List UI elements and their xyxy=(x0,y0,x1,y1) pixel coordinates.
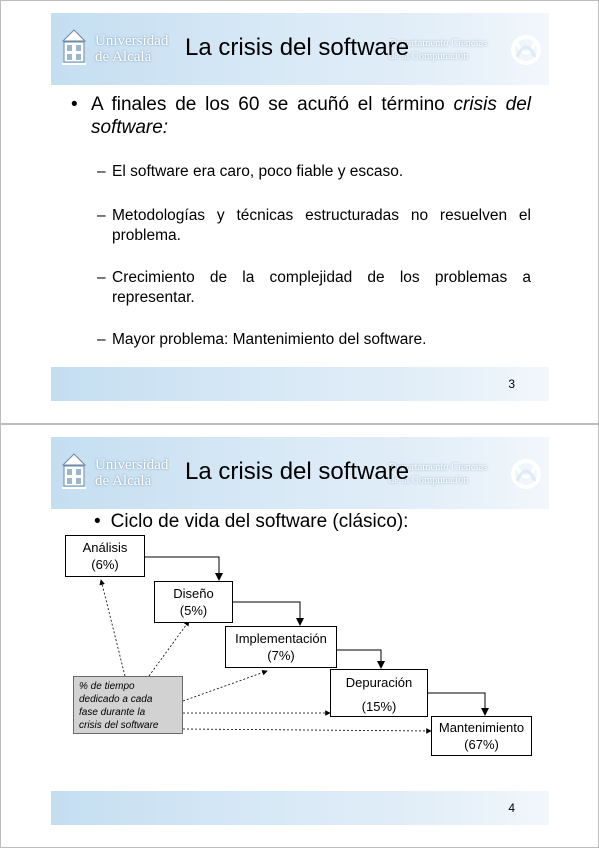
phase-box-implementacion: Implementación (7%) xyxy=(225,626,337,668)
waterfall-arrows xyxy=(145,556,489,716)
note-arrow-analisis xyxy=(99,579,126,677)
main-bullet: • A finales de los 60 se acuñó el términ… xyxy=(71,93,531,139)
note-arrow-diseno xyxy=(148,620,190,677)
slide-footer: 4 xyxy=(51,791,549,825)
slide-4: Universidad de Alcalá Departamento Cienc… xyxy=(0,424,599,848)
university-crest-icon xyxy=(61,29,87,65)
phase-box-analisis: Análisis (6%) xyxy=(65,535,145,577)
time-note-box: % de tiempo dedicado a cada fase durante… xyxy=(73,676,183,734)
note-arrow-implementacion xyxy=(182,669,268,702)
main-bullet-emphasis: crisis del software: xyxy=(91,94,532,138)
sub-bullet: – Mayor problema: Mantenimiento del soft… xyxy=(97,331,427,348)
phase-box-depuracion: Depuración (15%) xyxy=(330,669,428,717)
slide-footer: 3 xyxy=(51,367,549,401)
slide-title: La crisis del software xyxy=(185,34,410,61)
main-bullet-text: A finales de los 60 se acuñó el término xyxy=(91,94,454,115)
arrow-analisis-diseno xyxy=(145,556,223,581)
slide-3: Universidad de Alcalá Departamento Cienc… xyxy=(0,0,599,424)
sub-bullet: – El software era caro, poco fiable y es… xyxy=(97,163,404,180)
department-name: Departamento Ciencias de la Computación xyxy=(389,38,488,62)
main-bullet-text: Ciclo de vida del software (clásico): xyxy=(110,511,409,532)
lifecycle-connectors xyxy=(99,556,489,734)
university-name: Universidad de Alcalá xyxy=(95,457,169,489)
page-number: 3 xyxy=(508,377,515,391)
arrow-diseno-implementacion xyxy=(232,601,304,626)
phase-box-diseno: Diseño (5%) xyxy=(154,581,233,623)
note-arrows xyxy=(99,579,432,734)
arrow-implementacion-depuracion xyxy=(337,649,385,669)
bullet-marker: • xyxy=(71,94,78,115)
page-number: 4 xyxy=(508,801,515,815)
main-bullet: • Ciclo de vida del software (clásico): xyxy=(94,511,408,533)
bullet-marker: • xyxy=(94,511,101,532)
sub-bullet: – Metodologías y técnicas estructuradas … xyxy=(97,207,531,244)
phase-box-mantenimiento: Mantenimiento (67%) xyxy=(431,716,532,756)
sub-bullet: – Crecimiento de la complejidad de los p… xyxy=(97,269,531,306)
slide-header: Universidad de Alcalá Departamento Cienc… xyxy=(51,13,549,85)
department-name: Departamento Ciencias de la Computación xyxy=(389,462,488,486)
department-knot-icon xyxy=(511,35,541,65)
university-crest-icon xyxy=(61,453,87,489)
slide-header: Universidad de Alcalá Departamento Cienc… xyxy=(51,437,549,509)
note-arrow-mantenimiento xyxy=(182,728,432,734)
department-knot-icon xyxy=(511,459,541,489)
arrow-depuracion-mantenimiento xyxy=(428,692,489,716)
university-name: Universidad de Alcalá xyxy=(95,33,169,65)
slide-title: La crisis del software xyxy=(185,458,410,485)
